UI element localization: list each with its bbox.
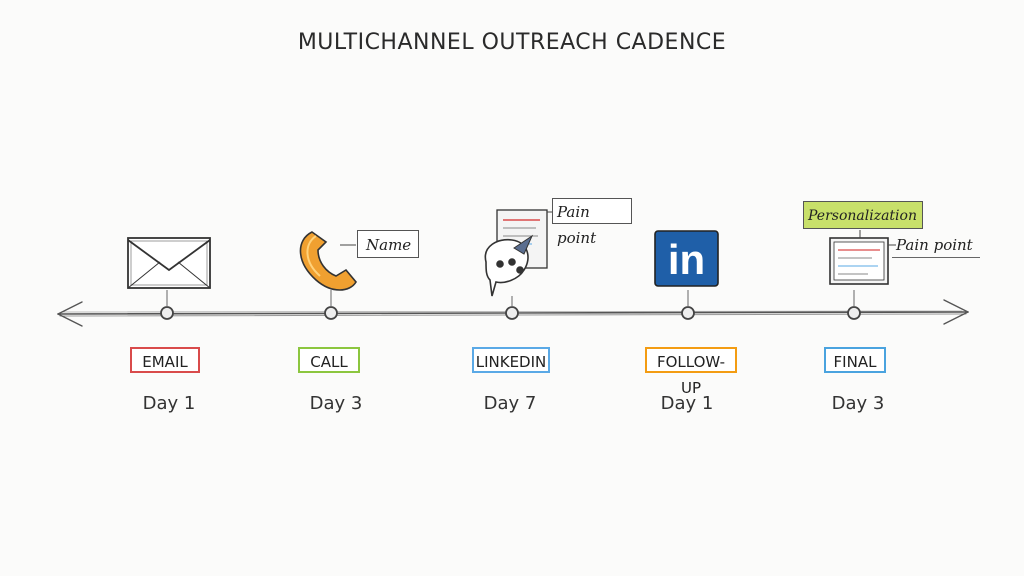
document-icon <box>829 237 889 285</box>
timeline-node-followup <box>681 306 695 320</box>
note-name: Name <box>357 230 419 258</box>
note-personalization: Personalization <box>803 201 923 229</box>
note-pain-point-2: Pain point <box>892 232 980 258</box>
chat-bubble-icon <box>484 209 548 297</box>
linkedin-icon <box>654 230 719 287</box>
step-label-linkedin: LINKEDIN <box>472 347 550 373</box>
timeline-node-call <box>324 306 338 320</box>
phone-icon <box>299 231 357 291</box>
linkedin-logo-text: in <box>667 236 706 283</box>
node-stems <box>166 290 855 307</box>
step-label-followup: FOLLOW-UP <box>645 347 737 397</box>
step-day-linkedin: Day 7 <box>483 393 537 414</box>
step-day-email: Day 1 <box>142 393 196 414</box>
note-pain-point-1: Pain point <box>552 198 632 247</box>
step-label-final: FINAL <box>824 347 886 373</box>
step-label-email: EMAIL <box>130 347 200 373</box>
timeline-node-email <box>160 306 174 320</box>
step-day-call: Day 3 <box>309 393 363 414</box>
step-label-call: CALL <box>298 347 360 373</box>
timeline-node-linkedin <box>505 306 519 320</box>
timeline-node-final <box>847 306 861 320</box>
step-day-followup: Day 1 <box>660 393 714 414</box>
step-day-final: Day 3 <box>831 393 885 414</box>
diagram-title: MULTICHANNEL OUTREACH CADENCE <box>297 30 727 55</box>
envelope-icon <box>127 237 211 289</box>
